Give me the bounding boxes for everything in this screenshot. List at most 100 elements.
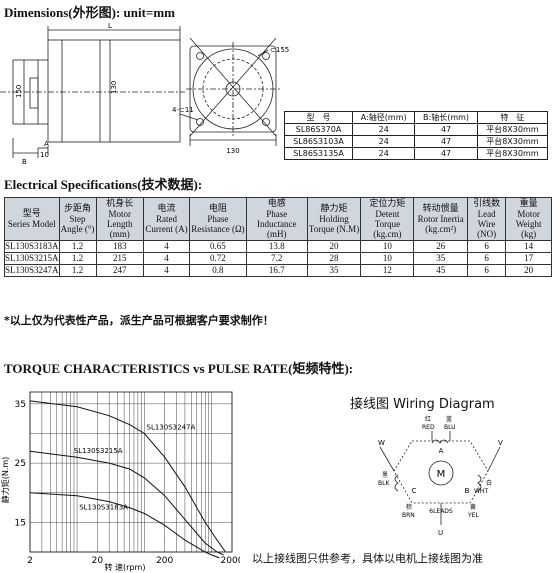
dim-A-label: A <box>44 140 49 148</box>
lead-letter-u: U <box>438 529 443 537</box>
spec-table-cell: 26 <box>413 240 468 253</box>
spec-table-cell: 215 <box>95 252 145 265</box>
dim-table-cell: 24 <box>352 147 416 160</box>
spec-header-cn: 静力矩 <box>320 204 348 214</box>
spec-table-cell: 4 <box>143 252 190 265</box>
spec-table-cell: 1.2 <box>58 240 97 253</box>
lead-letter-c: C <box>412 487 417 495</box>
spec-table-cell: 6 <box>466 264 507 277</box>
torque-title: TORQUE CHARACTERISTICS vs PULSE RATE(矩频特… <box>4 361 354 376</box>
spec-header-en: Phase Inductance (mH) <box>257 209 297 239</box>
spec-header-en: Holding Torque (N.M) <box>308 214 360 234</box>
dim-table-header: 型 号 <box>283 111 354 124</box>
spec-table-cell: 35 <box>413 252 468 265</box>
spec-header-cn: 机身长 <box>106 199 134 209</box>
dim-table-cell: 24 <box>352 123 416 136</box>
plot-frame <box>29 391 233 553</box>
yel-lead: YEL <box>467 512 479 519</box>
spec-header-cn: 电流 <box>157 204 176 214</box>
spec-header-en: Series Model <box>7 219 56 229</box>
x-tick-label: 2 <box>27 556 33 566</box>
dim-table-cell: 47 <box>414 123 478 136</box>
red-lead: RED <box>422 424 435 431</box>
wiring-title: 接线图 Wiring Diagram <box>350 397 495 412</box>
spec-table-cell: 4 <box>143 264 190 277</box>
dim-table-cell: 47 <box>414 135 478 148</box>
dim-130-vertical-label: 130 <box>110 81 118 94</box>
spec-header-en: Step Angle (°) <box>60 214 95 234</box>
dim-155-label: ⊂155 <box>270 46 289 54</box>
y-tick-label: 35 <box>15 400 26 410</box>
series-label: SL130S3215A <box>74 447 123 455</box>
dim-L-label: L <box>108 22 112 30</box>
leads-label: 6LEADS <box>429 508 453 515</box>
spec-header-cn: 步距角 <box>64 204 92 214</box>
spec-table-cell: 4 <box>143 240 190 253</box>
spec-table-cell: 247 <box>95 264 145 277</box>
dim-table-cell: 47 <box>414 147 478 160</box>
dim-130-horizontal-label: 130 <box>226 147 239 155</box>
series-label: SL130S3183A <box>79 503 128 511</box>
spec-table-cell: 6 <box>466 240 507 253</box>
blk-lead: BLK <box>378 480 390 487</box>
x-tick-label: 2000 <box>221 556 240 566</box>
spec-header-cn: 电阻 <box>208 204 227 214</box>
spec-table-cell: 0.65 <box>188 240 247 253</box>
dim-table-header: A:轴径(mm) <box>352 111 416 124</box>
dim-table-header: B:轴长(mm) <box>414 111 478 124</box>
spec-table-cell: 0.8 <box>188 264 247 277</box>
lead-letter-v: V <box>498 439 503 447</box>
spec-table-cell: SL130S3183A <box>4 240 60 253</box>
dim-150-label: 150 <box>15 85 23 98</box>
spec-header-cn: 定位力矩 <box>369 199 406 209</box>
dimension-drawing: L ⊂155 130 150 130 A B 10 4-⊂11 <box>0 22 289 166</box>
spec-table-cell: 7.2 <box>245 252 308 265</box>
spec-header-en: Rated Current (A) <box>145 214 188 234</box>
spec-header-en: Rotor Inertia (kg.cm²) <box>417 214 464 234</box>
spec-table-cell: 0.72 <box>188 252 247 265</box>
brn-lead: BRN <box>402 512 415 519</box>
dimensions-title: Dimensions(外形图): unit=mm <box>4 5 175 20</box>
dim-table-cell: 平台8X30mm <box>476 147 549 160</box>
lead-letter-w: W <box>378 439 385 447</box>
motor-circle <box>428 460 454 486</box>
lead-letter-b: B <box>465 487 470 495</box>
motor-body-outline <box>47 39 181 143</box>
spec-header-en: Motor Weight (kg) <box>515 209 542 239</box>
x-tick-label: 200 <box>156 556 173 566</box>
spec-table-cell: 6 <box>466 252 507 265</box>
spec-table-cell: 10 <box>360 252 415 265</box>
blk-cn: 黑 <box>382 472 388 479</box>
blu-lead: BLU <box>444 424 456 431</box>
spec-note: *以上仅为代表性产品，派生产品可根据客户要求制作！ <box>4 314 274 327</box>
brn-cn: 棕 <box>406 503 412 511</box>
dim-table-cell: SL86S3135A <box>283 147 354 160</box>
blu-cn: 蓝 <box>446 415 452 423</box>
spec-header-cn: 重量 <box>519 199 538 209</box>
spec-table-cell: 28 <box>306 252 362 265</box>
dim-B-label: B <box>22 158 27 166</box>
spec-table-cell: SL130S3247A <box>4 264 60 277</box>
y-tick-label: 25 <box>15 459 26 469</box>
spec-header-cn: 型号 <box>22 209 41 219</box>
spec-table-cell: SL130S3215A <box>4 252 60 265</box>
spec-table-cell: 16.7 <box>245 264 308 277</box>
wiring-footnote: 以上接线图只供参考，具体以电机上接线图为准 <box>252 552 483 565</box>
dim-table-cell: SL86S3103A <box>283 135 354 148</box>
torque-chart: 2202002000152535 SL130S3247ASL130S3215AS… <box>0 391 240 572</box>
dim-hole-label: 4-⊂11 <box>172 106 194 114</box>
spec-header-cn: 引线数 <box>473 199 501 209</box>
